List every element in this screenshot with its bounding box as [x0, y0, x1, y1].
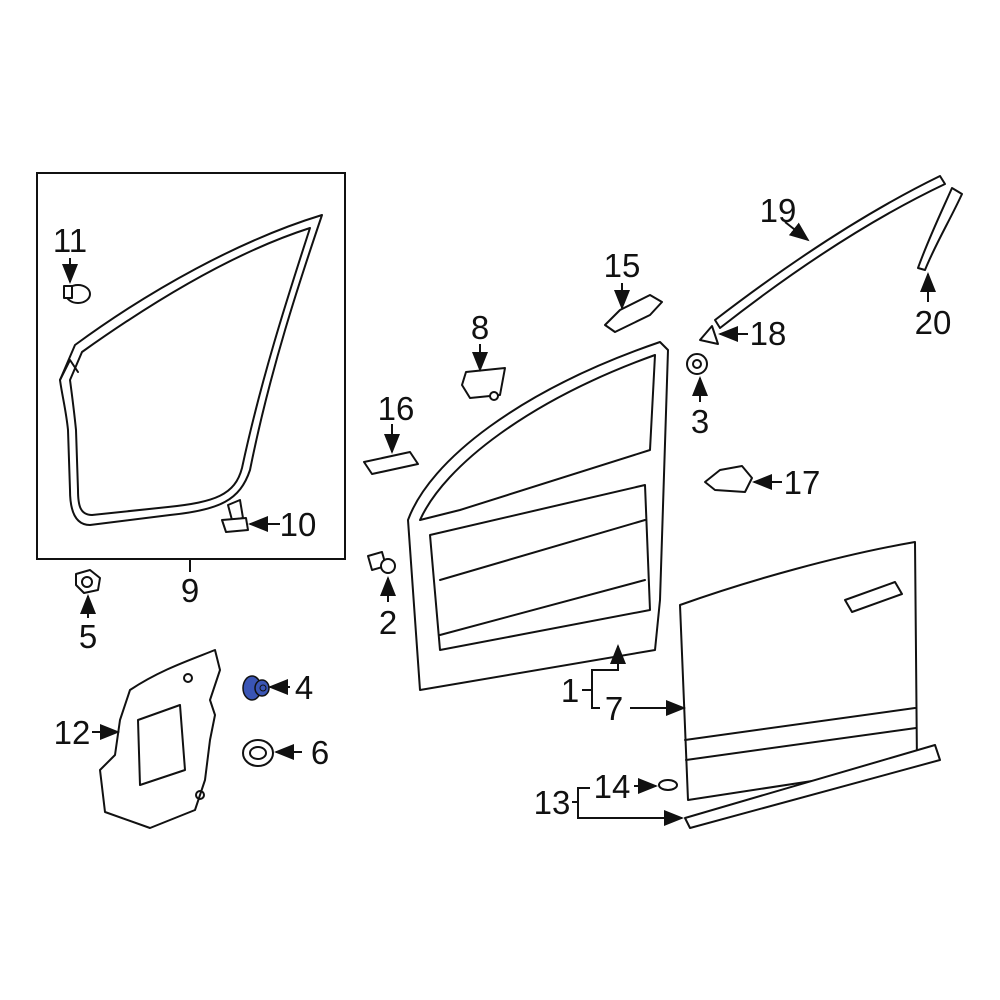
part-12-service-hole-cover[interactable] — [99, 649, 221, 829]
part-14-clip[interactable] — [658, 779, 678, 791]
callout-7: 7 — [605, 690, 623, 727]
part-13-rocker-molding[interactable] — [684, 744, 941, 829]
callout-14: 14 — [594, 768, 631, 805]
part-10-clip[interactable] — [221, 499, 249, 533]
part-8-hinge[interactable] — [461, 367, 506, 401]
callout-3: 3 — [691, 403, 709, 440]
part-19-belt-molding[interactable] — [714, 175, 946, 329]
callout-4: 4 — [295, 669, 313, 706]
part-3-grommet[interactable] — [686, 353, 708, 375]
part-17-bracket[interactable] — [704, 465, 753, 493]
callout-11: 11 — [53, 222, 87, 259]
callout-20: 20 — [915, 304, 952, 341]
callout-18: 18 — [750, 315, 787, 352]
part-9-weatherstrip[interactable] — [59, 214, 323, 526]
callout-5: 5 — [79, 618, 97, 655]
callout-1: 1 — [561, 672, 579, 709]
part-7-outer-panel[interactable] — [679, 541, 918, 801]
callout-19: 19 — [760, 192, 797, 229]
callout-13: 13 — [534, 784, 571, 821]
callout-9: 9 — [181, 572, 199, 609]
part-20-molding[interactable] — [917, 187, 963, 271]
callout-8: 8 — [471, 309, 489, 346]
part-2-stopper[interactable] — [367, 551, 396, 574]
part-4-grommet-highlighted[interactable] — [242, 675, 270, 701]
part-1-door-shell[interactable] — [407, 341, 669, 691]
part-11-clip[interactable] — [63, 284, 91, 304]
callout-2: 2 — [379, 604, 397, 641]
callout-12: 12 — [54, 714, 91, 751]
part-18-clip[interactable] — [699, 325, 719, 345]
callout-15: 15 — [604, 247, 641, 284]
callout-6: 6 — [311, 734, 329, 771]
callout-10: 10 — [280, 506, 317, 543]
part-6-washer[interactable] — [242, 739, 274, 767]
part-16-bracket[interactable] — [363, 451, 419, 475]
leader-lines — [62, 221, 936, 826]
callout-17: 17 — [784, 464, 821, 501]
callout-16: 16 — [378, 390, 415, 427]
part-5-nut[interactable] — [75, 569, 101, 594]
part-15-bracket[interactable] — [604, 294, 663, 333]
